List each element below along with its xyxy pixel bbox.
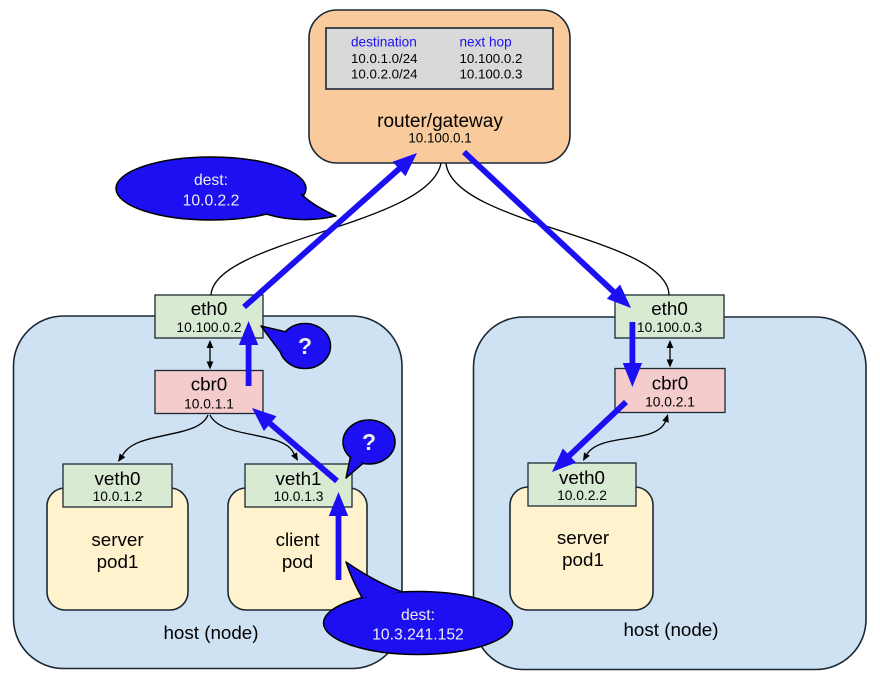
svg-text:cbr0: cbr0: [191, 374, 228, 395]
svg-text:pod1: pod1: [97, 551, 139, 572]
svg-text:destination: destination: [351, 35, 417, 50]
svg-text:10.0.2.2: 10.0.2.2: [183, 193, 240, 210]
svg-text:10.100.0.2: 10.100.0.2: [176, 320, 241, 335]
svg-text:10.0.1.0/24: 10.0.1.0/24: [351, 51, 418, 66]
svg-text:eth0: eth0: [651, 298, 688, 319]
svg-text:10.0.1.2: 10.0.1.2: [93, 489, 143, 504]
svg-text:client: client: [276, 529, 321, 550]
svg-text:10.100.0.3: 10.100.0.3: [460, 67, 523, 82]
svg-text:10.100.0.3: 10.100.0.3: [637, 320, 703, 335]
svg-text:dest:: dest:: [194, 172, 228, 189]
svg-text:eth0: eth0: [191, 298, 228, 319]
svg-text:10.0.2.2: 10.0.2.2: [557, 488, 607, 503]
svg-text:host (node): host (node): [163, 622, 258, 643]
svg-text:10.0.1.1: 10.0.1.1: [184, 397, 234, 412]
svg-text:10.0.2.1: 10.0.2.1: [645, 395, 695, 410]
svg-text:server: server: [557, 527, 609, 548]
svg-text:10.100.0.1: 10.100.0.1: [408, 131, 471, 146]
svg-text:dest:: dest:: [401, 607, 435, 624]
svg-text:pod1: pod1: [562, 549, 604, 570]
svg-text:veth1: veth1: [276, 468, 322, 489]
svg-text:host (node): host (node): [623, 619, 718, 640]
svg-text:veth0: veth0: [559, 467, 605, 488]
svg-text:pod: pod: [282, 551, 313, 572]
svg-text:10.100.0.2: 10.100.0.2: [460, 51, 523, 66]
svg-text:veth0: veth0: [95, 468, 141, 489]
svg-text:10.0.1.3: 10.0.1.3: [274, 489, 324, 504]
svg-text:?: ?: [298, 333, 312, 359]
svg-text:next hop: next hop: [460, 35, 512, 50]
svg-text:10.3.241.152: 10.3.241.152: [372, 627, 464, 644]
svg-text:server: server: [91, 529, 143, 550]
svg-text:?: ?: [362, 429, 376, 455]
svg-text:10.0.2.0/24: 10.0.2.0/24: [351, 67, 418, 82]
svg-text:router/gateway: router/gateway: [377, 111, 503, 132]
svg-text:cbr0: cbr0: [652, 373, 689, 394]
